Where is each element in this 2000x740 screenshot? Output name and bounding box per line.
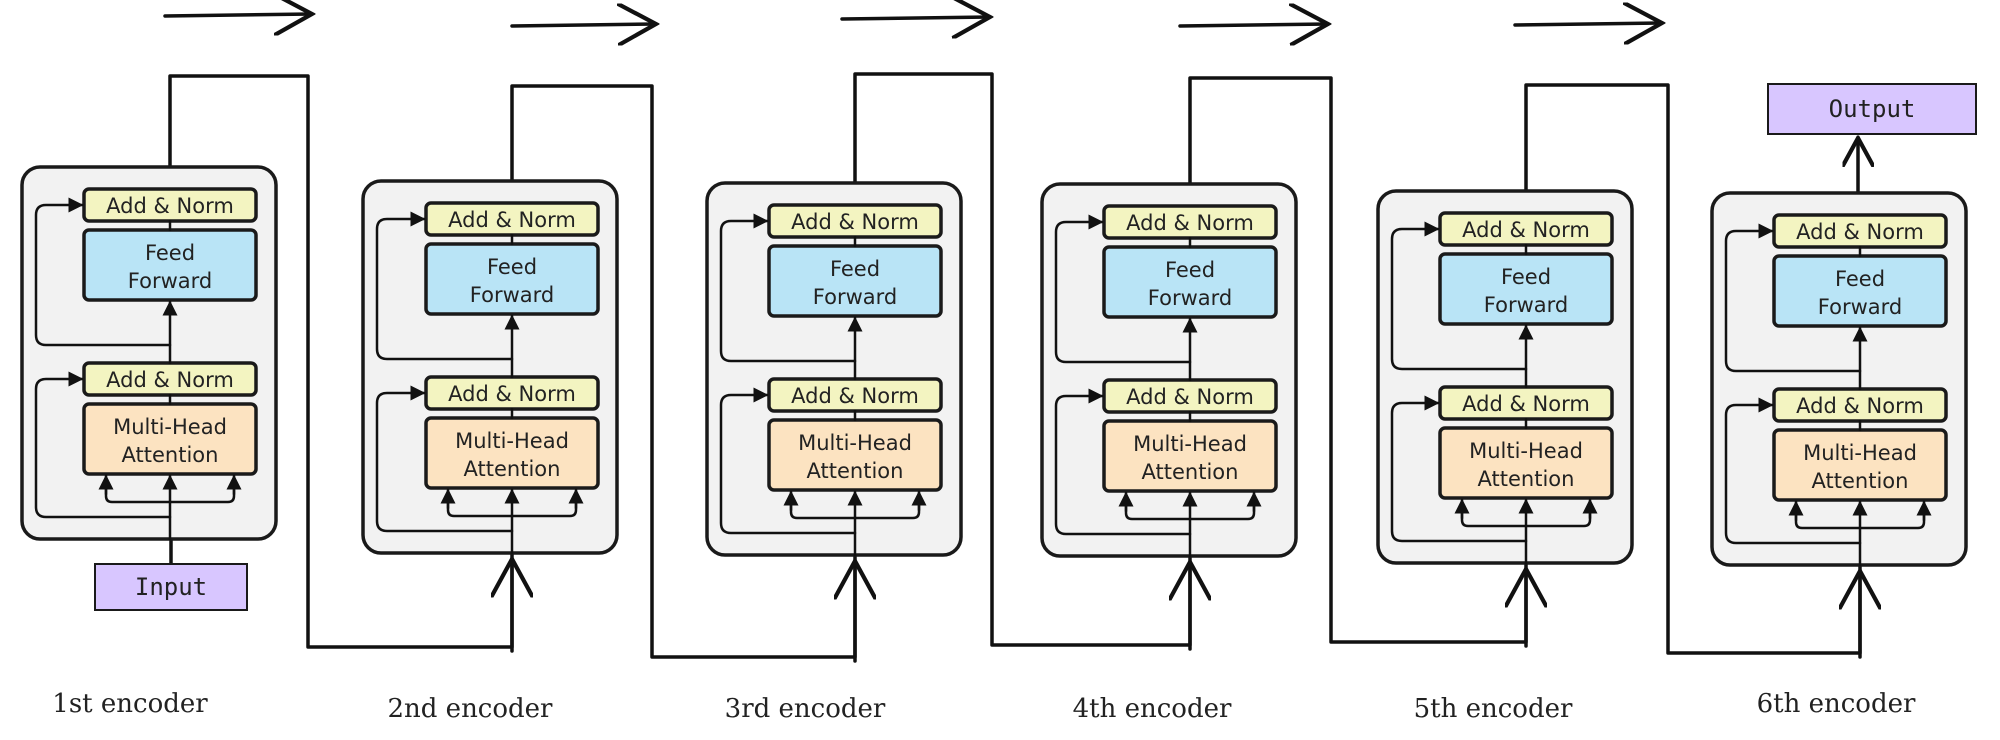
multi-head-attention-label-line: Multi-Head xyxy=(113,415,227,439)
feed-forward-label-line: Forward xyxy=(1484,293,1568,317)
encoder-label-2: 2nd encoder xyxy=(387,694,553,724)
add-norm-bottom-label: Add & Norm xyxy=(448,382,576,406)
output-label: Output xyxy=(1829,95,1916,123)
flow-arrow-4 xyxy=(1178,24,1328,26)
feed-forward-label-line: Forward xyxy=(128,269,212,293)
input-box xyxy=(94,563,248,611)
encoder-panel xyxy=(1040,182,1298,558)
residual-arrow-top xyxy=(719,213,857,363)
feed-forward-label-line: Feed xyxy=(830,257,880,281)
add-norm-top-label: Add & Norm xyxy=(106,194,234,218)
multi-head-attention-label-line: Multi-Head xyxy=(1469,439,1583,463)
output-box xyxy=(1767,83,1977,135)
encoder-panel xyxy=(20,165,278,541)
feed-forward-label-line: Forward xyxy=(1818,295,1902,319)
multi-head-attention-label-line: Attention xyxy=(1142,460,1239,484)
add-norm-top-label: Add & Norm xyxy=(448,208,576,232)
add-norm-bottom-label: Add & Norm xyxy=(1462,392,1590,416)
residual-arrow-bottom xyxy=(1054,388,1192,536)
add-norm-bottom-label: Add & Norm xyxy=(106,368,234,392)
add-norm-bottom-label: Add & Norm xyxy=(1126,385,1254,409)
feed-forward-label-line: Forward xyxy=(470,283,554,307)
multi-head-attention-label-line: Attention xyxy=(1478,467,1575,491)
add-norm-bottom-label: Add & Norm xyxy=(1796,394,1924,418)
residual-arrow-top xyxy=(1054,214,1192,364)
multi-head-attention-label-line: Attention xyxy=(807,459,904,483)
io-layer: Input Output xyxy=(94,83,1977,611)
connection-wires xyxy=(163,14,1860,663)
flow-arrow-5 xyxy=(1513,23,1662,25)
encoder-label-6: 6th encoder xyxy=(1757,689,1916,719)
residual-arrow-bottom xyxy=(1724,397,1862,545)
residual-arrow-bottom xyxy=(1390,395,1528,543)
flow-arrow-2 xyxy=(510,24,656,26)
encoder-panel xyxy=(705,181,963,557)
add-norm-bottom-label: Add & Norm xyxy=(791,384,919,408)
encoder-panel xyxy=(361,179,619,555)
add-norm-top-label: Add & Norm xyxy=(791,210,919,234)
residual-arrow-bottom xyxy=(375,385,514,533)
flow-arrow-1 xyxy=(163,14,312,16)
feed-forward-label-line: Feed xyxy=(1501,265,1551,289)
residual-arrow-top xyxy=(1390,221,1528,371)
input-label: Input xyxy=(135,573,207,601)
multi-head-attention-label-line: Multi-Head xyxy=(1133,432,1247,456)
feed-forward-label-line: Forward xyxy=(1148,286,1232,310)
multi-head-attention-label-line: Attention xyxy=(1812,469,1909,493)
feed-forward-label-line: Feed xyxy=(1835,267,1885,291)
flow-arrow-3 xyxy=(840,17,990,19)
add-norm-top-label: Add & Norm xyxy=(1796,220,1924,244)
encoder-label-4: 4th encoder xyxy=(1073,694,1232,724)
feed-forward-label-line: Feed xyxy=(487,255,537,279)
multi-head-attention-label-line: Attention xyxy=(464,457,561,481)
multi-head-attention-label-line: Attention xyxy=(122,443,219,467)
residual-arrow-top xyxy=(1724,223,1862,373)
feed-forward-label-line: Forward xyxy=(813,285,897,309)
multi-head-attention-label-line: Multi-Head xyxy=(455,429,569,453)
residual-arrow-top xyxy=(34,197,172,347)
add-norm-top-label: Add & Norm xyxy=(1462,218,1590,242)
encoder-labels: 1st encoder 2nd encoder 3rd encoder 4th enc… xyxy=(52,689,1916,724)
encoder-panel xyxy=(1376,189,1634,565)
encoder-label-5: 5th encoder xyxy=(1414,694,1573,724)
multi-head-attention-label-line: Multi-Head xyxy=(1803,441,1917,465)
multi-head-attention-label-line: Multi-Head xyxy=(798,431,912,455)
residual-arrow-bottom xyxy=(719,387,857,535)
encoder-panel xyxy=(1710,191,1968,567)
add-norm-top-label: Add & Norm xyxy=(1126,211,1254,235)
encoder-label-1: 1st encoder xyxy=(52,689,208,719)
residual-arrow-bottom xyxy=(34,371,172,519)
residual-arrow-top xyxy=(375,211,514,361)
encoder-label-3: 3rd encoder xyxy=(725,694,886,724)
feed-forward-label-line: Feed xyxy=(1165,258,1215,282)
feed-forward-label-line: Feed xyxy=(145,241,195,265)
